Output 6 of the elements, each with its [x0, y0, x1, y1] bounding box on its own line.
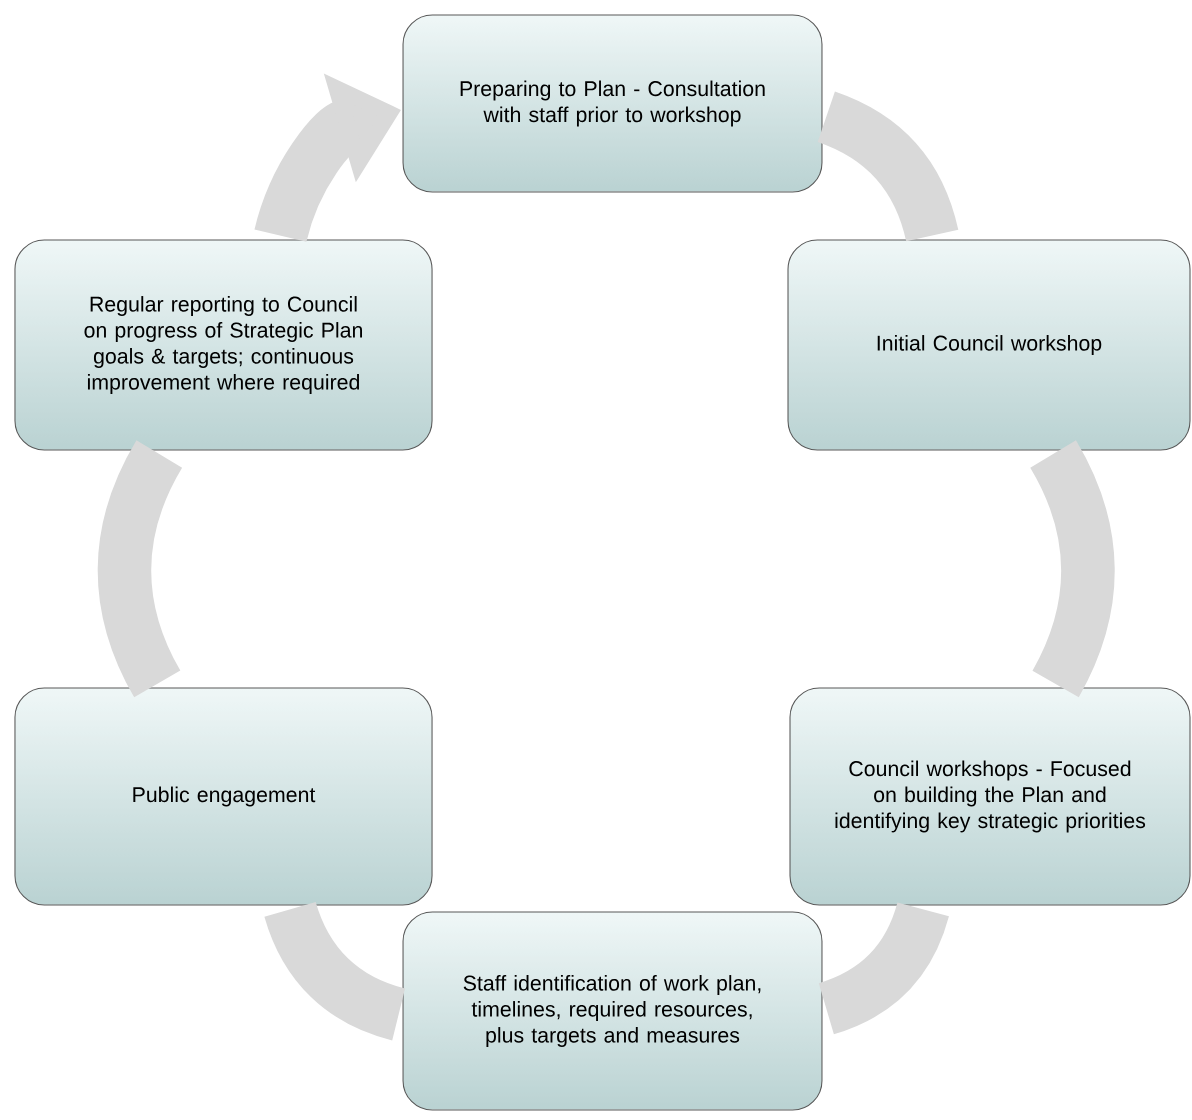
process-box: Staff identification of work plan, timelines, required resources, plus targets and measures: [402, 911, 823, 1111]
process-box: Initial Council workshop: [787, 239, 1191, 451]
process-box: Council workshops - Focused on building the Plan and identifying key strategic priorities: [789, 687, 1191, 906]
process-box: Regular reporting to Council on progress of Strategic Plan goals & targets; continuous improvement where required: [14, 239, 433, 451]
process-box: Public engagement: [14, 687, 433, 906]
process-box: Preparing to Plan - Consultation with staff prior to workshop: [402, 14, 823, 193]
